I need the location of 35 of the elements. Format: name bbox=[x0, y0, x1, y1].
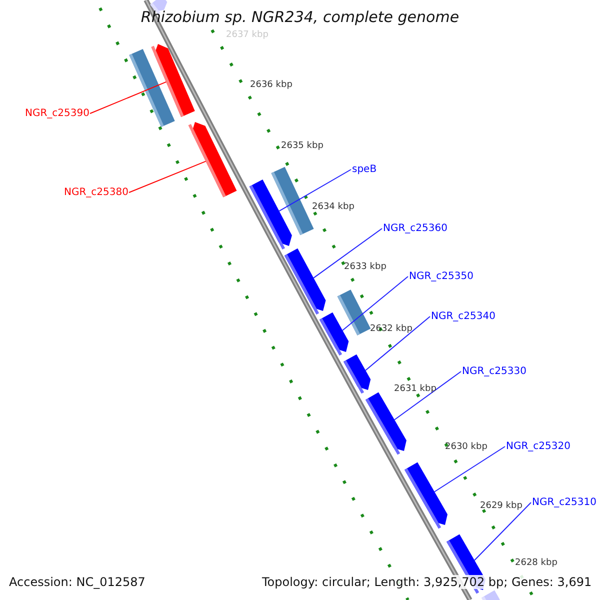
scale-label: 2631 kbp bbox=[394, 384, 436, 394]
gene-segment bbox=[366, 392, 406, 455]
leader-line bbox=[128, 160, 206, 193]
gene-label: NGR_c25390 bbox=[25, 108, 90, 119]
gene-segment bbox=[249, 180, 292, 250]
gene-label: NGR_c25340 bbox=[431, 311, 496, 322]
title: Rhizobium sp. NGR234, complete genome bbox=[140, 8, 460, 26]
scale-label: 2636 kbp bbox=[250, 80, 292, 90]
gene-segment bbox=[343, 354, 371, 394]
gene-label: NGR_c25350 bbox=[409, 271, 474, 282]
leader-line bbox=[90, 81, 167, 114]
gene-segment bbox=[284, 248, 326, 315]
gene-label: NGR_c25320 bbox=[506, 441, 570, 452]
scale-label: 2632 kbp bbox=[370, 324, 412, 334]
leader-line bbox=[278, 169, 352, 212]
gene-label: NGR_c25380 bbox=[64, 187, 128, 198]
scale-label: 2634 kbp bbox=[312, 202, 354, 212]
gene-segment bbox=[404, 462, 448, 529]
gene-label: NGR_c25360 bbox=[383, 223, 448, 234]
leader-line bbox=[365, 316, 430, 371]
gene-label: speB bbox=[352, 164, 377, 175]
scale-label: 2635 kbp bbox=[281, 141, 324, 151]
gene-label: NGR_c25310 bbox=[532, 497, 596, 508]
leader-line bbox=[434, 446, 506, 492]
leader-line bbox=[342, 276, 408, 331]
gene-segment bbox=[188, 122, 237, 198]
footer-text: Accession: NC_012587 bbox=[9, 575, 146, 589]
leader-line bbox=[313, 228, 382, 278]
leader-line bbox=[394, 371, 462, 420]
leader-line bbox=[474, 502, 532, 561]
gene-label: NGR_c25330 bbox=[462, 366, 526, 377]
gene-segment bbox=[319, 312, 349, 356]
gene-segment bbox=[151, 44, 195, 117]
scale-label: 2629 kbp bbox=[480, 501, 522, 511]
footer-text: Topology: circular; Length: 3,925,702 bp; Genes: 3,691 bbox=[262, 575, 592, 589]
